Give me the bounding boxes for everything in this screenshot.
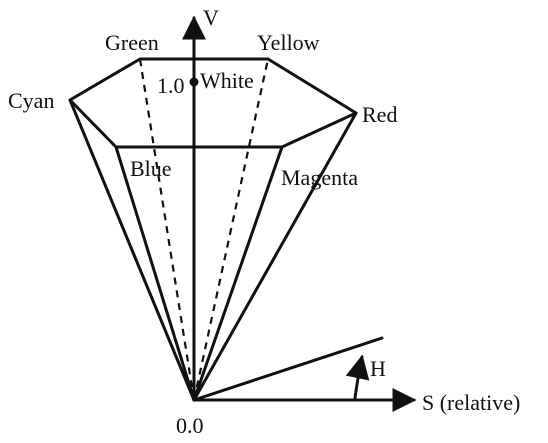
label-white: White (200, 68, 254, 93)
label-magenta: Magenta (281, 165, 358, 190)
label-yellow: Yellow (257, 30, 320, 55)
edge-magenta (192, 145, 284, 402)
h-angle-arc (345, 354, 370, 400)
label-cyan: Cyan (8, 88, 54, 113)
label-v-axis: V (203, 5, 219, 30)
label-h-angle: H (370, 356, 386, 381)
label-value-top: 1.0 (157, 73, 185, 98)
edge-yellow-hidden (192, 58, 270, 401)
edge-green-hidden (138, 58, 196, 401)
h-reference-line (192, 336, 384, 402)
label-s-axis: S (relative) (422, 390, 520, 415)
edge-blue (114, 145, 196, 402)
label-blue: Blue (130, 156, 172, 181)
label-origin: 0.0 (176, 413, 204, 438)
label-red: Red (362, 102, 397, 127)
label-green: Green (105, 30, 159, 55)
edge-cyan (68, 98, 196, 402)
cone-edges (68, 98, 358, 402)
hidden-edges (138, 58, 270, 401)
white-point (189, 77, 199, 87)
edge-red (192, 111, 358, 402)
